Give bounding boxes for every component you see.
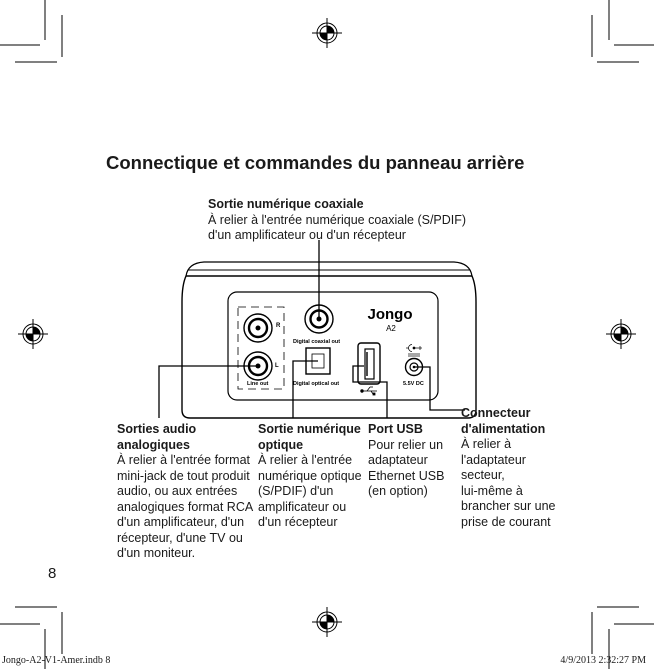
callout-coaxial: Sortie numérique coaxiale À relier à l'e… [208, 197, 478, 244]
registration-mark [606, 319, 636, 349]
brand-logo: Jongo [368, 306, 413, 323]
callout-analog-heading: Sorties audio analogiques [117, 422, 197, 452]
page-title: Connectique et commandes du panneau arri… [106, 152, 525, 173]
rca-jack-r [243, 313, 273, 343]
callout-optical-text: À relier à l'entrée numérique optique (S… [258, 453, 362, 529]
line-out-label: Line out [247, 381, 269, 387]
callout-power: Connecteur d'alimentation À relier à l'a… [461, 406, 571, 530]
callout-power-heading: Connecteur d'alimentation [461, 406, 546, 436]
device-illustration: R L Line out Digital coaxial out Digital… [181, 261, 477, 419]
callout-coaxial-text: À relier à l'entrée numérique coaxiale (… [208, 212, 467, 243]
model-label: A2 [386, 324, 396, 333]
footer-timestamp: 4/9/2013 2:32:27 PM [560, 655, 646, 666]
callout-power-text: À relier à l'adaptateur secteur, lui-mêm… [461, 437, 556, 529]
callout-coaxial-heading: Sortie numérique coaxiale [208, 197, 364, 211]
usb-port [357, 342, 381, 396]
optical-out-label: Digital optical out [293, 381, 339, 387]
callout-analog: Sorties audio analogiques À relier à l'e… [117, 422, 257, 562]
registration-mark [18, 319, 48, 349]
callout-analog-text: À relier à l'entrée format mini-jack de … [117, 453, 254, 560]
registration-mark [312, 607, 342, 637]
callout-usb: Port USB Pour relier un adaptateur Ether… [368, 422, 458, 500]
callout-optical-heading: Sortie numérique optique [258, 422, 361, 452]
callout-usb-heading: Port USB [368, 422, 423, 436]
page-number: 8 [48, 565, 57, 582]
coax-out-label: Digital coaxial out [293, 339, 340, 345]
jack-label-l: L [275, 363, 279, 369]
registration-mark [312, 18, 342, 48]
dc-label: 5.5V DC [403, 381, 424, 387]
registration-marks [18, 18, 636, 637]
footer-filename: Jongo-A2-V1-Amer.indb 8 [2, 655, 111, 666]
dc-power-jack [404, 344, 424, 377]
callout-leader-lines [158, 240, 465, 418]
jack-label-r: R [276, 323, 281, 329]
callout-usb-text: Pour relier un adaptateur Ethernet USB (… [368, 437, 445, 499]
callout-optical: Sortie numérique optique À relier à l'en… [258, 422, 366, 531]
